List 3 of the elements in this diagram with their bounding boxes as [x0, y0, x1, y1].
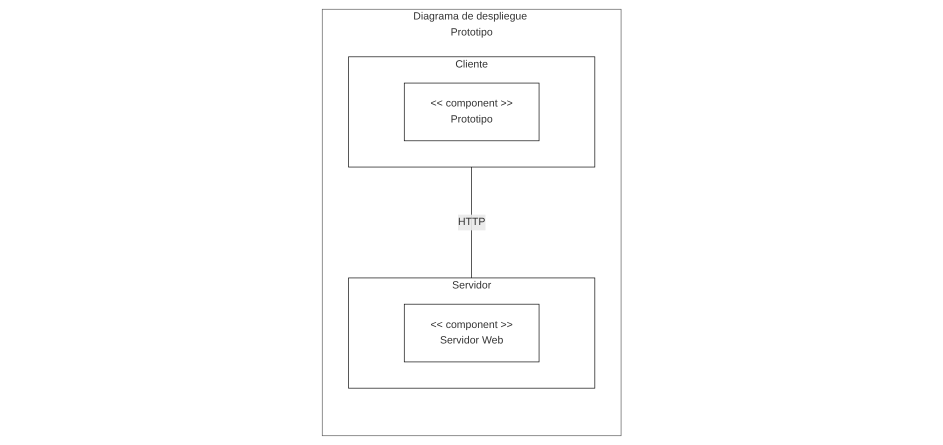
node-box: << component >> Prototipo — [404, 82, 540, 142]
node-box: << component >> Servidor Web — [404, 304, 540, 362]
edge-label: HTTP — [458, 216, 486, 228]
